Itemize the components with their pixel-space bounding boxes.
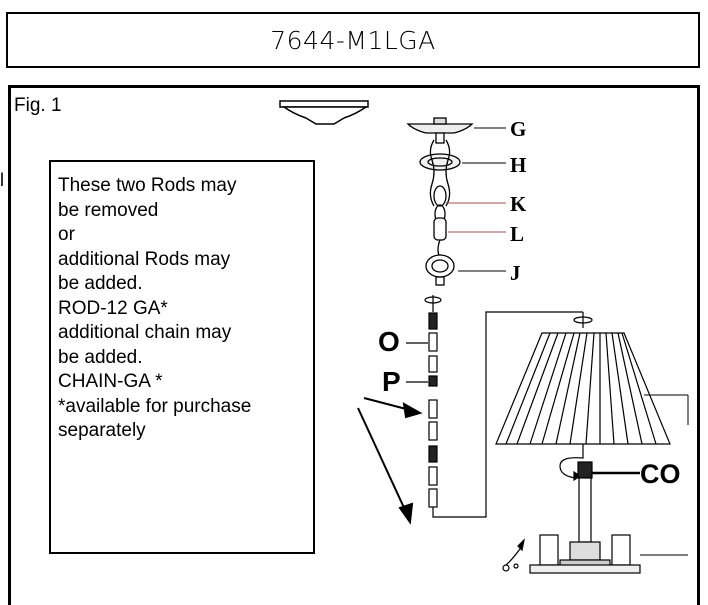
note-line: These two Rods may (58, 175, 237, 196)
part-label-p: P (382, 366, 401, 397)
part-label-co: CO (640, 459, 681, 489)
ring-drawing (419, 139, 506, 207)
note-box: These two Rods may be removed or additio… (49, 160, 315, 554)
arrows (357, 397, 423, 525)
figure-frame (8, 85, 700, 605)
note-line: be removed (58, 199, 159, 221)
part-label-h: H (510, 153, 527, 177)
part-label-g: G (510, 117, 527, 141)
lamp-shade-drawing (495, 332, 689, 445)
note-line: be added. (58, 273, 143, 294)
part-label-o: O (378, 326, 400, 357)
part-label-l: L (510, 222, 525, 246)
note-line: CHAIN-GA * (58, 371, 163, 392)
rod-stack-drawing (406, 295, 442, 508)
lamp-body-drawing (502, 444, 688, 574)
chain-drawing (433, 185, 506, 259)
model-title: 7644-M1LGA (6, 12, 700, 68)
connector-lines (432, 311, 593, 518)
note-line: additional chain may (58, 322, 232, 343)
note-line: be added. (58, 346, 143, 368)
part-label-k: K (510, 192, 527, 216)
part-label-j: J (510, 261, 521, 285)
note-line: ROD-12 GA* (58, 297, 168, 319)
note-line: or (58, 224, 75, 245)
ceiling-loop-drawing (406, 117, 506, 144)
canopy-drawing (279, 100, 369, 125)
figure-label: Fig. 1 (14, 95, 62, 116)
note-line: separately (58, 420, 146, 441)
note-line: *available for purchase (58, 395, 252, 417)
note-line: additional Rods may (58, 248, 231, 270)
loop-hook-drawing (425, 254, 506, 286)
corner-mark: l (0, 170, 4, 190)
